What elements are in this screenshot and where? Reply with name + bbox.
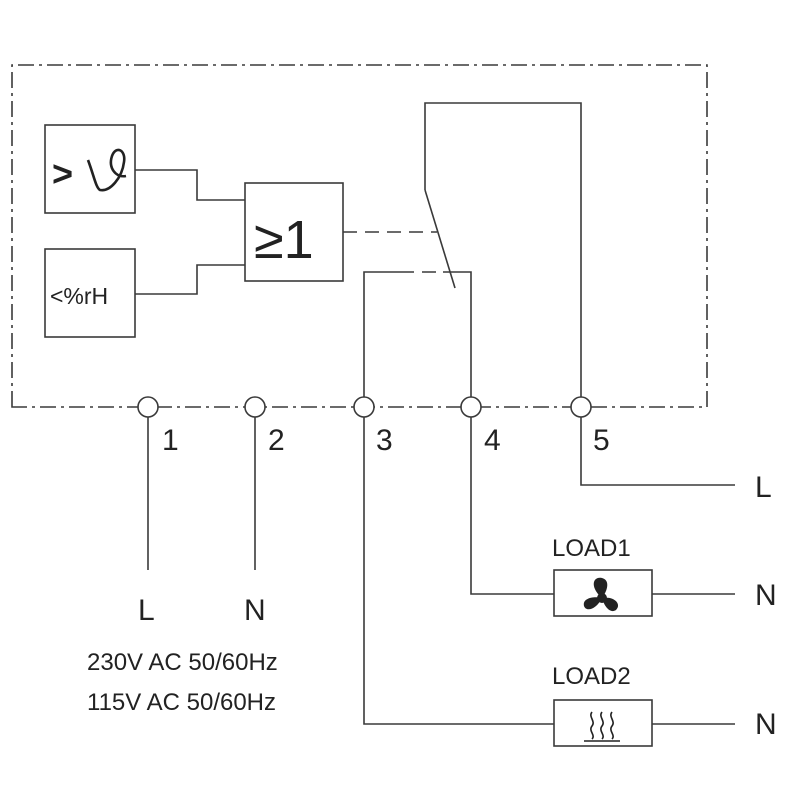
- heater-icon: [584, 711, 620, 742]
- load1-box: [553, 569, 653, 617]
- wire-humidity-to-gate: [135, 264, 245, 295]
- relay-switch-arm: [424, 189, 456, 289]
- relay-no-contact-wire: [443, 271, 472, 399]
- load2-label: LOAD2: [552, 663, 631, 690]
- or-gate-block: ≥1: [244, 182, 344, 282]
- terminal-1-label: 1: [162, 424, 179, 457]
- load2-wire: [363, 417, 554, 725]
- terminal-2-label: 2: [268, 424, 285, 457]
- relay-common-wire: [424, 102, 582, 399]
- load2-neutral-label: N: [755, 708, 777, 741]
- terminal-2[interactable]: [244, 396, 266, 418]
- load1-neutral-label: N: [755, 579, 777, 612]
- fan-icon: [583, 577, 619, 612]
- humidity-sensor-block: <%rH: [44, 248, 136, 338]
- terminal-4-label: 4: [484, 424, 501, 457]
- terminal-3[interactable]: [353, 396, 375, 418]
- terminal-3-label: 3: [376, 424, 393, 457]
- supply-line-label: L: [138, 594, 155, 627]
- humidity-symbol: <%rH: [50, 283, 108, 309]
- terminal-4[interactable]: [460, 396, 482, 418]
- terminal-5[interactable]: [570, 396, 592, 418]
- load2-box: [553, 699, 653, 747]
- device-enclosure: [11, 64, 708, 408]
- output-line-wire: [580, 417, 735, 486]
- terminal-5-label: 5: [593, 424, 610, 457]
- supply-voltage-230: 230V AC 50/60Hz: [87, 649, 278, 676]
- load1-label: LOAD1: [552, 535, 631, 562]
- or-gate-label: ≥1: [254, 210, 314, 270]
- theta-icon: [86, 148, 127, 192]
- supply-neutral-label: N: [244, 594, 266, 627]
- output-line-label: L: [755, 471, 772, 504]
- greater-than-symbol: >: [52, 153, 73, 194]
- wire-temp-to-gate: [135, 169, 245, 201]
- relay-nc-contact-wire: [363, 271, 400, 399]
- terminal-strip: [137, 396, 592, 418]
- terminal-1[interactable]: [137, 396, 159, 418]
- temperature-sensor-block: >: [44, 124, 136, 214]
- load1-wire: [470, 417, 554, 595]
- supply-voltage-115: 115V AC 50/60Hz: [87, 689, 276, 716]
